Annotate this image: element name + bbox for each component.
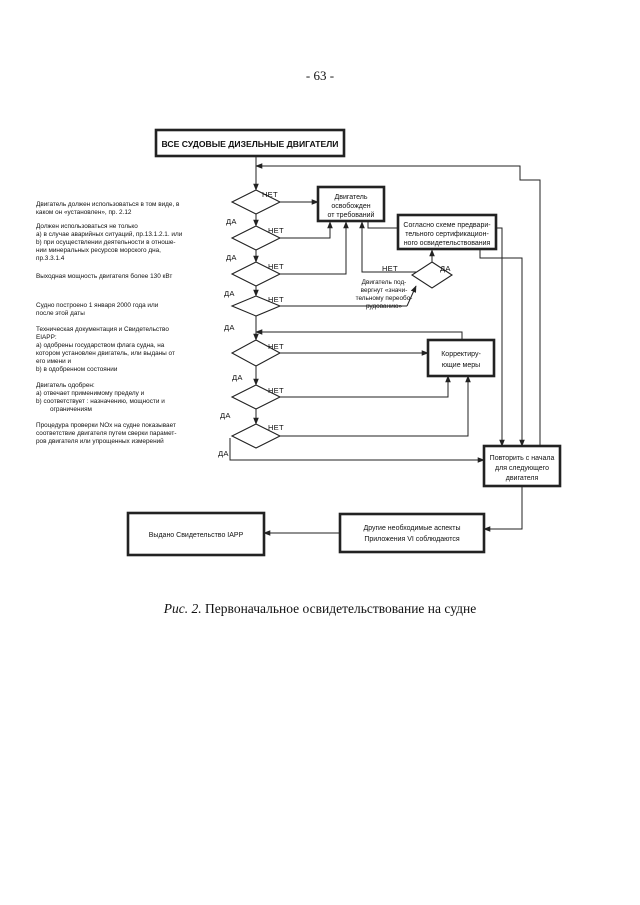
yes-label: ДА bbox=[226, 217, 237, 226]
no-label: НЕТ bbox=[268, 386, 284, 395]
other-line-1: Другие необходимые аспекты bbox=[363, 524, 460, 532]
svg-text:a) одобрены государством флага: a) одобрены государством флага судна, на bbox=[36, 341, 165, 349]
other-line-2: Приложения VI соблюдаются bbox=[364, 535, 460, 543]
no-label: НЕТ bbox=[268, 262, 284, 271]
svg-text:b) при осуществлении деятельно: b) при осуществлении деятельности в отно… bbox=[36, 239, 176, 246]
decision-6 bbox=[230, 384, 282, 410]
repeat-line-1: Повторить с начала bbox=[490, 455, 555, 462]
svg-text:Судно построено 1 января 2000: Судно построено 1 января 2000 года или bbox=[36, 302, 159, 309]
condition-6: Двигатель одобрен: a) отвечает применимо… bbox=[36, 381, 165, 413]
major-change-line-2: вергнут «значи- bbox=[361, 287, 408, 294]
yes-label: ДА bbox=[218, 449, 229, 458]
svg-text:соответствие двигателя путем с: соответствие двигателя путем сверки пара… bbox=[36, 430, 176, 437]
figure-title: Первоначальное освидетельствование на су… bbox=[205, 601, 477, 616]
corrective-line-2: ющие меры bbox=[442, 362, 480, 369]
svg-text:b) в одобренном состоянии: b) в одобренном состоянии bbox=[36, 365, 118, 373]
flow-connectors bbox=[229, 156, 541, 536]
yes-label: ДА bbox=[220, 411, 231, 420]
no-label: НЕТ bbox=[268, 295, 284, 304]
condition-7: Процедура проверки NOx на судне показыва… bbox=[36, 422, 176, 445]
decision-1 bbox=[230, 189, 282, 215]
decision-7 bbox=[230, 423, 282, 449]
start-box: ВСЕ СУДОВЫЕ ДИЗЕЛЬНЫЕ ДВИГАТЕЛИ bbox=[154, 128, 346, 158]
svg-text:Двигатель должен использоватьс: Двигатель должен использоваться в том ви… bbox=[36, 201, 180, 208]
certificate-issued-box: Выдано Свидетельство IAPP bbox=[126, 511, 266, 557]
condition-3: Выходная мощность двигателя более 130 кВ… bbox=[36, 272, 172, 280]
yes-label: ДА bbox=[224, 323, 235, 332]
condition-2: Должен использоваться не только a) в слу… bbox=[36, 223, 183, 262]
yes-label: ДА bbox=[224, 289, 235, 298]
svg-text:нии минеральных ресурсов морск: нии минеральных ресурсов морского дна, bbox=[36, 247, 161, 254]
no-label: НЕТ bbox=[268, 226, 284, 235]
branch-labels: НЕТ НЕТ НЕТ НЕТ НЕТ НЕТ НЕТ НЕТ ДА ДА ДА… bbox=[218, 190, 451, 458]
svg-text:ров двигателя или упрощенных и: ров двигателя или упрощенных измерений bbox=[36, 437, 164, 445]
decision-2 bbox=[230, 225, 282, 251]
decision-3 bbox=[230, 261, 282, 287]
svg-text:a) в случае аварийных ситуаций: a) в случае аварийных ситуаций, пр.13.1.… bbox=[36, 230, 183, 238]
condition-1: Двигатель должен использоваться в том ви… bbox=[36, 201, 180, 216]
preliminary-scheme-box: Согласно схеме предвари- тельного сертиф… bbox=[396, 213, 498, 251]
repeat-line-3: двигателя bbox=[506, 475, 539, 482]
decision-5 bbox=[230, 339, 282, 367]
svg-text:Двигатель одобрен:: Двигатель одобрен: bbox=[36, 381, 95, 389]
scheme-line-2: тельного сертификацион- bbox=[405, 231, 489, 238]
corrective-measures-box: Корректиру- ющие меры bbox=[426, 338, 496, 378]
figure-caption: Рис. 2. Первоначальное освидетельствован… bbox=[0, 601, 640, 617]
major-change-line-3: тельному переобо- bbox=[356, 294, 413, 302]
condition-4: Судно построено 1 января 2000 года или п… bbox=[36, 302, 159, 317]
svg-text:Должен использоваться не тольк: Должен использоваться не только bbox=[36, 223, 138, 230]
decision-4 bbox=[230, 295, 282, 317]
svg-text:Процедура проверки NOx на судн: Процедура проверки NOx на судне показыва… bbox=[36, 422, 176, 429]
svg-text:ограничениям: ограничениям bbox=[50, 406, 92, 413]
no-label: НЕТ bbox=[268, 342, 284, 351]
engine-exempt-box: Двигатель освобожден от требований bbox=[316, 185, 386, 223]
decision-diamonds bbox=[230, 189, 454, 449]
corrective-line-1: Корректиру- bbox=[441, 351, 481, 358]
exempt-line-2: освобожден bbox=[331, 202, 370, 210]
condition-5: Техническая документация и Свидетельство… bbox=[36, 326, 175, 373]
yes-label: ДА bbox=[440, 264, 451, 273]
exempt-line-3: от требований bbox=[328, 211, 375, 219]
start-box-text: ВСЕ СУДОВЫЕ ДИЗЕЛЬНЫЕ ДВИГАТЕЛИ bbox=[162, 139, 339, 149]
svg-text:Техническая документация и Сви: Техническая документация и Свидетельство bbox=[36, 326, 169, 333]
svg-text:его имени и: его имени и bbox=[36, 358, 71, 365]
yes-label: ДА bbox=[226, 253, 237, 262]
major-change-line-4: рудованию» bbox=[366, 303, 403, 310]
svg-text:EIAPP:: EIAPP: bbox=[36, 334, 57, 341]
svg-text:b) соответствует : назначению,: b) соответствует : назначению, мощности … bbox=[36, 398, 165, 405]
svg-text:пр.3.3.1.4: пр.3.3.1.4 bbox=[36, 255, 65, 262]
no-label: НЕТ bbox=[268, 423, 284, 432]
svg-text:a) отвечает применимому предел: a) отвечает применимому пределу и bbox=[36, 390, 145, 397]
scheme-line-1: Согласно схеме предвари- bbox=[403, 222, 491, 229]
no-label: НЕТ bbox=[262, 190, 278, 199]
exempt-line-1: Двигатель bbox=[334, 194, 367, 201]
issued-text: Выдано Свидетельство IAPP bbox=[149, 532, 244, 539]
scheme-line-3: ного освидетельствования bbox=[404, 240, 491, 247]
svg-text:котором установлен двигатель,: котором установлен двигатель, или выданы… bbox=[36, 350, 175, 357]
major-change-note: Двигатель под- вергнут «значи- тельному … bbox=[356, 279, 413, 310]
no-label: НЕТ bbox=[382, 264, 398, 273]
other-aspects-box: Другие необходимые аспекты Приложения VI… bbox=[338, 512, 486, 554]
decision-major-change bbox=[410, 261, 454, 289]
major-change-line-1: Двигатель под- bbox=[362, 279, 407, 286]
yes-label: ДА bbox=[232, 373, 243, 382]
svg-text:после этой даты: после этой даты bbox=[36, 309, 85, 317]
svg-text:каком он «установлен», пр. 2.1: каком он «установлен», пр. 2.12 bbox=[36, 209, 132, 216]
repeat-line-2: для следующего bbox=[495, 465, 549, 472]
svg-text:Выходная мощность двигателя бо: Выходная мощность двигателя более 130 кВ… bbox=[36, 272, 172, 280]
figure-label: Рис. 2. bbox=[163, 601, 202, 616]
page-number: - 63 - bbox=[305, 68, 335, 83]
repeat-next-engine-box: Повторить с начала для следующего двигат… bbox=[482, 444, 562, 488]
